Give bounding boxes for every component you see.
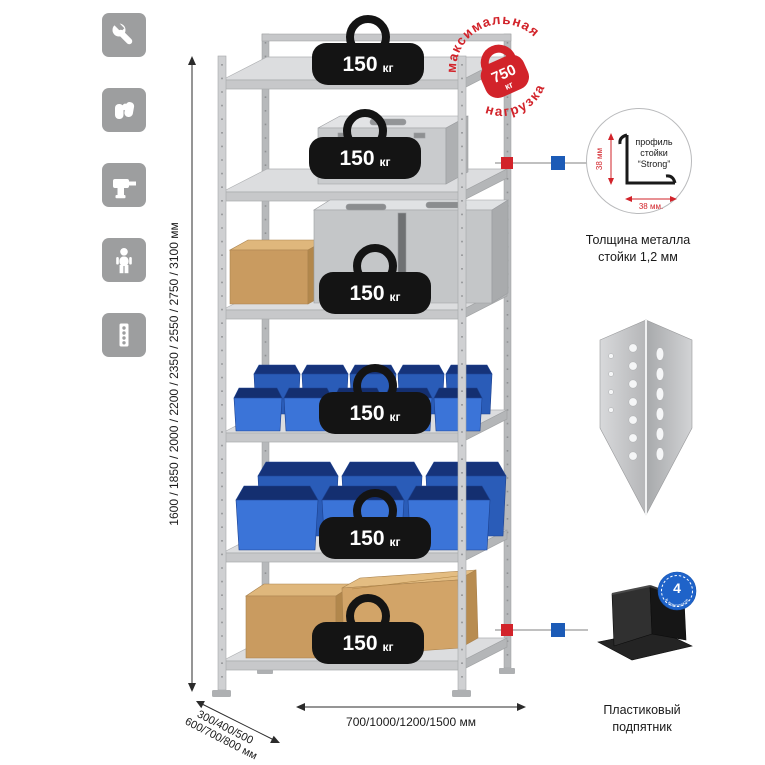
shelf-load-badge: 150 кг [309,109,421,179]
rack-profile-icon [102,313,146,357]
drill-icon [102,163,146,207]
shelf-load-badge: 150 кг [312,15,424,85]
dimension-depth: 300/400/500 600/700/800 мм [183,701,280,762]
profile-label-line3: “Strong” [638,159,671,169]
foot-connector [495,623,588,637]
max-load-unit: кг [503,79,515,92]
shelf-load-unit: кг [382,639,394,654]
rack-front-posts [212,55,471,697]
shelf-load-badge: 150 кг [319,244,431,314]
shelf-load-unit: кг [379,154,391,169]
included-count-badge: 4 в комплекте [656,570,698,617]
depth-dimension-label: 300/400/500 600/700/800 мм [183,705,265,762]
kettlebell-body: 150 кг [319,517,431,559]
shelf-load-unit: кг [382,60,394,75]
shelf-load-badge: 150 кг [312,594,424,664]
profile-dim-left-label: 38 мм [595,148,604,170]
shelf-load-badge: 150 кг [319,364,431,434]
included-count-value: 4 [673,580,681,596]
shelf-load-value: 150 [349,401,385,425]
height-dimension-label: 1600 / 1850 / 2000 / 2200 / 2350 / 2550 … [167,222,181,525]
profile-caption: Толщина металла стойки 1,2 мм [585,233,691,264]
profile-connector [495,156,588,170]
dimension-height: 1600 / 1850 / 2000 / 2200 / 2350 / 2550 … [167,56,196,692]
width-dimension-label: 700/1000/1200/1500 мм [346,715,476,729]
kettlebell-body: 150 кг [312,43,424,85]
cardboard-box [228,239,328,305]
kettlebell-body: 150 кг [319,272,431,314]
wrench-icon [102,13,146,57]
shelf-load-unit: кг [389,534,401,549]
profile-drawing [618,133,677,185]
profile-label-line1: профиль [635,137,673,147]
profile-dimensions [608,133,677,202]
shelf-load-badge: 150 кг [319,489,431,559]
perforated-post-illustration [599,319,693,516]
shelf-load-value: 150 [342,631,378,655]
blue-marker-square [551,156,565,170]
red-marker-square [501,157,513,169]
foot-caption: Пластиковый подпятник [603,703,681,734]
person-icon [102,238,146,282]
blue-marker-square [551,623,565,637]
kettlebell-body: 150 кг [309,137,421,179]
profile-dim-bottom-label: 38 мм. [639,202,663,211]
shelf-load-value: 150 [349,281,385,305]
plastic-foot-illustration [597,585,693,661]
red-marker-square [501,624,513,636]
gloves-icon [102,88,146,132]
shelf-load-value: 150 [339,146,375,170]
shelf-load-unit: кг [389,409,401,424]
kettlebell-body: 150 кг [312,622,424,664]
shelf-load-unit: кг [389,289,401,304]
shelf-load-value: 150 [342,52,378,76]
profile-label-line2: стойки [640,148,668,158]
kettlebell-body: 150 кг [319,392,431,434]
max-load-kettlebell-icon: 750 кг [480,44,530,99]
shelf-load-value: 150 [349,526,385,550]
dimension-width: 700/1000/1200/1500 мм [296,703,526,729]
max-load-stamp: максимальная нагрузка 750 кг [429,0,568,141]
profile-callout: 38 мм 38 мм. профиль стойки “Strong” [586,108,692,214]
